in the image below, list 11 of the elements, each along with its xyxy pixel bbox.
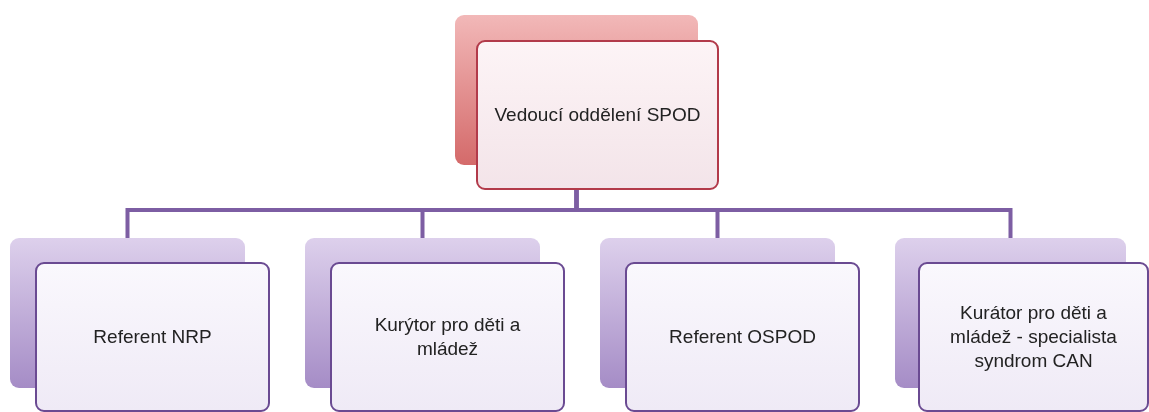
box-label: Kurýtor pro děti a mládež bbox=[373, 313, 522, 361]
connector-line bbox=[574, 190, 1013, 238]
org-box bbox=[625, 262, 860, 412]
org-box bbox=[918, 262, 1149, 412]
box-label: Referent NRP bbox=[93, 325, 212, 349]
org-box bbox=[330, 262, 565, 412]
box-label: Referent OSPOD bbox=[669, 325, 816, 349]
org-box bbox=[35, 262, 270, 412]
org-box bbox=[476, 40, 719, 190]
box-label: Vedoucí oddělení SPOD bbox=[494, 103, 701, 127]
box-label: Kurátor pro děti a mládež - specialista syndrom CAN bbox=[949, 301, 1118, 373]
